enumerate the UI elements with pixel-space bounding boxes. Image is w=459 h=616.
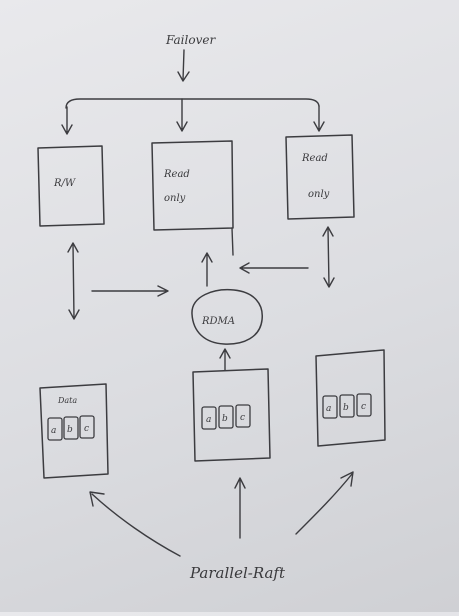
read-only-2-double-arrow-shaft [327,227,330,287]
failover-distribution-line [65,98,320,109]
failover-arrow-head [177,71,190,82]
rw-double-arrow-heads [67,242,80,320]
store-2-cell-b [218,405,234,429]
read-only-node-2-label-line2: only [308,189,330,200]
store-1-cell-c-label: c [84,424,89,434]
store-3-cell-b [339,394,355,418]
store-1-box [39,383,109,479]
store-2-cell-c [235,404,251,428]
read-only-node-2-label-line1: Read [301,153,328,164]
raft-arrow-to-store-1 [89,491,181,557]
rdma-node-label: RDMA [201,316,235,327]
read-only-node-1-tail [231,227,234,256]
parallel-raft-label: Parallel-Raft [189,564,286,582]
store-2-cell-a-label: a [206,415,211,425]
rw-double-arrow-shaft [72,243,75,319]
store-2-box [192,368,271,462]
read-only-node-1-box [151,140,234,231]
store-1-cell-a-label: a [51,426,56,436]
arrow-to-read-only-2 [313,105,325,132]
store-2-cell-c-label: c [240,413,245,423]
store-1-cell-a [47,417,63,441]
arrow-store-2-to-rdma [219,348,231,371]
store-3-cell-a-label: a [326,404,331,414]
store-1-cell-b-label: b [67,425,73,435]
arrow-to-read-only-1 [176,98,188,132]
arrow-read-only-2-to-rdma [239,262,309,274]
store-3-cell-a [322,395,338,419]
read-only-node-2-box [285,134,355,220]
store-1-title: Data [57,396,77,405]
arrow-to-rw [61,106,73,135]
raft-arrow-to-store-2 [234,477,246,539]
read-only-node-1-label-line2: only [164,193,186,204]
store-2-cell-b-label: b [222,414,228,424]
read-only-node-1-label-line1: Read [163,169,190,180]
store-3-cell-b-label: b [343,403,349,413]
failover-arrow-shaft [182,49,185,81]
read-only-2-double-arrow-heads [322,226,335,288]
store-3-cell-c-label: c [361,402,366,412]
arrow-rdma-to-read-only-1 [201,252,213,287]
store-3-cell-c [356,393,372,417]
arrow-rw-to-rdma [91,285,169,297]
store-1-cell-c [79,415,95,439]
store-1-cell-b [63,416,79,440]
store-3-box [315,349,386,447]
rw-node-box [37,145,105,227]
rw-node-label: R/W [53,178,76,189]
store-2-cell-a [201,406,217,430]
failover-label: Failover [165,33,216,47]
rdma-node-circle [191,288,263,345]
raft-arrow-to-store-3 [295,471,354,535]
